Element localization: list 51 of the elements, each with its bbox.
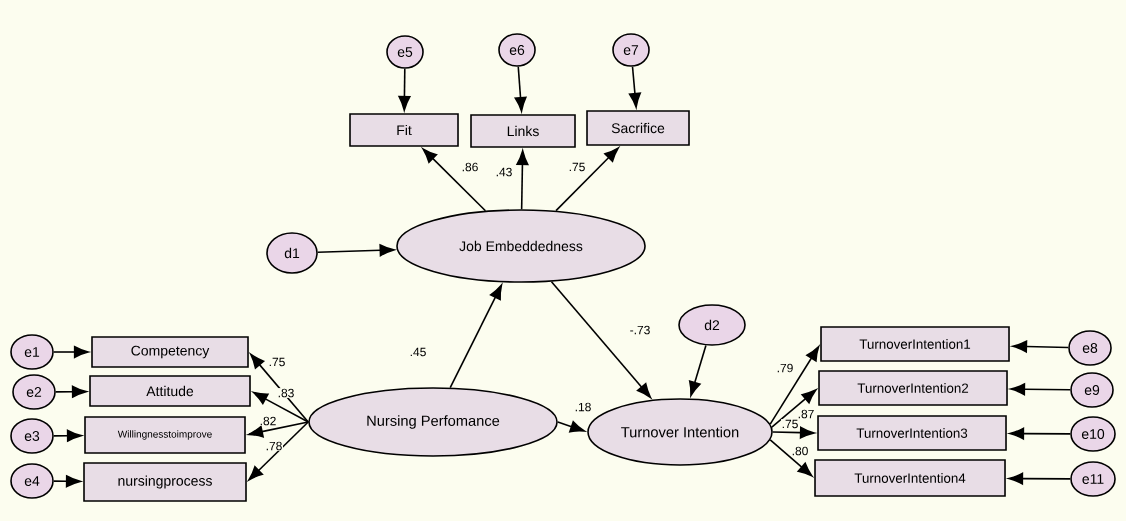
arrow [769,345,820,425]
indicator-box: Fit [349,113,459,147]
edge-label: .75 [268,357,286,367]
arrow [1012,340,1070,353]
arrow [1008,472,1071,485]
indicator-box: TurnoverIntention2 [818,370,1008,406]
arrow [250,353,309,423]
indicator-box: Competency [91,336,249,368]
arrow [688,344,707,397]
indicator-box: TurnoverIntention4 [814,459,1006,497]
indicator-box: Sacrifice [586,110,690,146]
arrow [422,148,487,212]
edge-label: .75 [568,162,586,172]
arrow [550,280,652,399]
edge-label: .75 [781,419,799,429]
arrow [772,426,815,439]
arrow [53,475,81,488]
edge-label: -.73 [629,325,651,335]
edge-label: .86 [461,162,479,172]
arrow [555,147,619,212]
edge-label: .83 [277,388,295,398]
indicator-box: Links [470,114,576,148]
arrow [252,391,309,423]
indicator-box: nursingprocess [83,462,247,502]
edge-label: .87 [797,409,815,419]
edge-label: .80 [791,446,809,456]
indicator-box: Attitude [89,375,251,407]
arrow [771,389,817,428]
indicator-box: TurnoverIntention1 [820,326,1010,362]
indicator-box: Willingnesstoimprove [84,416,246,454]
edge-label: .78 [265,441,283,451]
edge-label: .43 [495,167,513,177]
arrow [55,385,87,398]
arrow [769,439,813,477]
arrow [317,244,395,257]
arrow [248,421,309,481]
indicator-box: TurnoverIntention3 [817,415,1007,451]
edge-label: .45 [409,347,427,357]
arrow [516,150,529,210]
arrow [53,429,82,442]
arrow [398,68,411,111]
arrow [1010,383,1071,396]
edge-label: .79 [776,363,794,373]
arrow [449,284,503,389]
arrow [248,421,309,438]
arrow [514,65,527,112]
arrow [557,420,585,433]
arrow [628,65,641,108]
arrow [1009,427,1071,440]
arrow [53,345,89,359]
edge-label: .82 [259,416,277,426]
